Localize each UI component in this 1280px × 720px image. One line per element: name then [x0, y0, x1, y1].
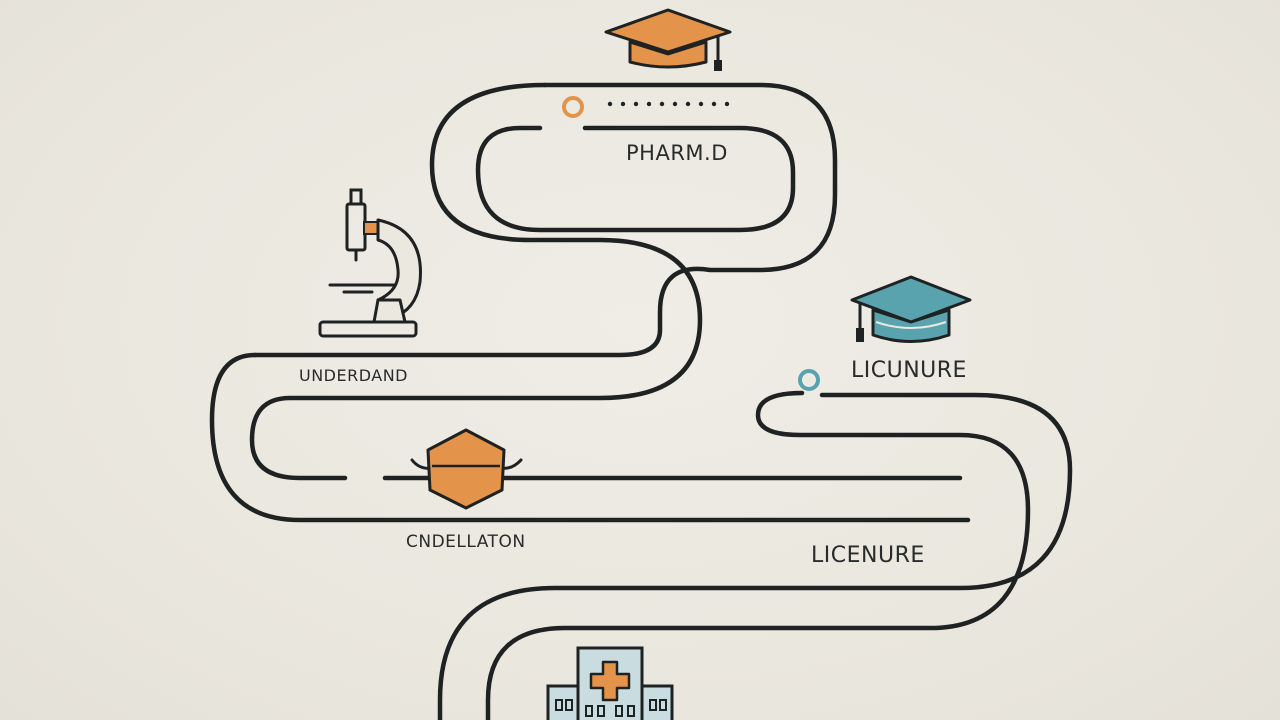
label-licensure-bottom: LICENURE	[811, 543, 925, 568]
label-undergrad: UNDERDAND	[299, 366, 408, 385]
path-right-inner	[437, 392, 1073, 720]
hexagon-badge-icon	[410, 428, 523, 510]
label-pharmd: PHARM.D	[626, 141, 728, 165]
dotted-connector	[607, 101, 730, 107]
milestone-dot-orange	[562, 96, 584, 118]
path-left-return	[209, 352, 971, 523]
graduation-cap-icon	[604, 8, 732, 71]
hospital-icon	[546, 646, 674, 720]
roadmap-path	[209, 82, 1073, 720]
path-right-upper	[485, 390, 1031, 720]
milestone-dot-teal	[798, 369, 820, 391]
label-licensure-top: LICUNURE	[851, 358, 967, 383]
path-left-outer	[249, 82, 703, 481]
label-graduation: CNDELLATON	[406, 532, 526, 552]
microscope-icon	[318, 188, 422, 338]
path-top-outer	[252, 82, 838, 358]
path-top-inner	[475, 125, 796, 233]
graduation-cap-icon-teal	[850, 275, 972, 343]
